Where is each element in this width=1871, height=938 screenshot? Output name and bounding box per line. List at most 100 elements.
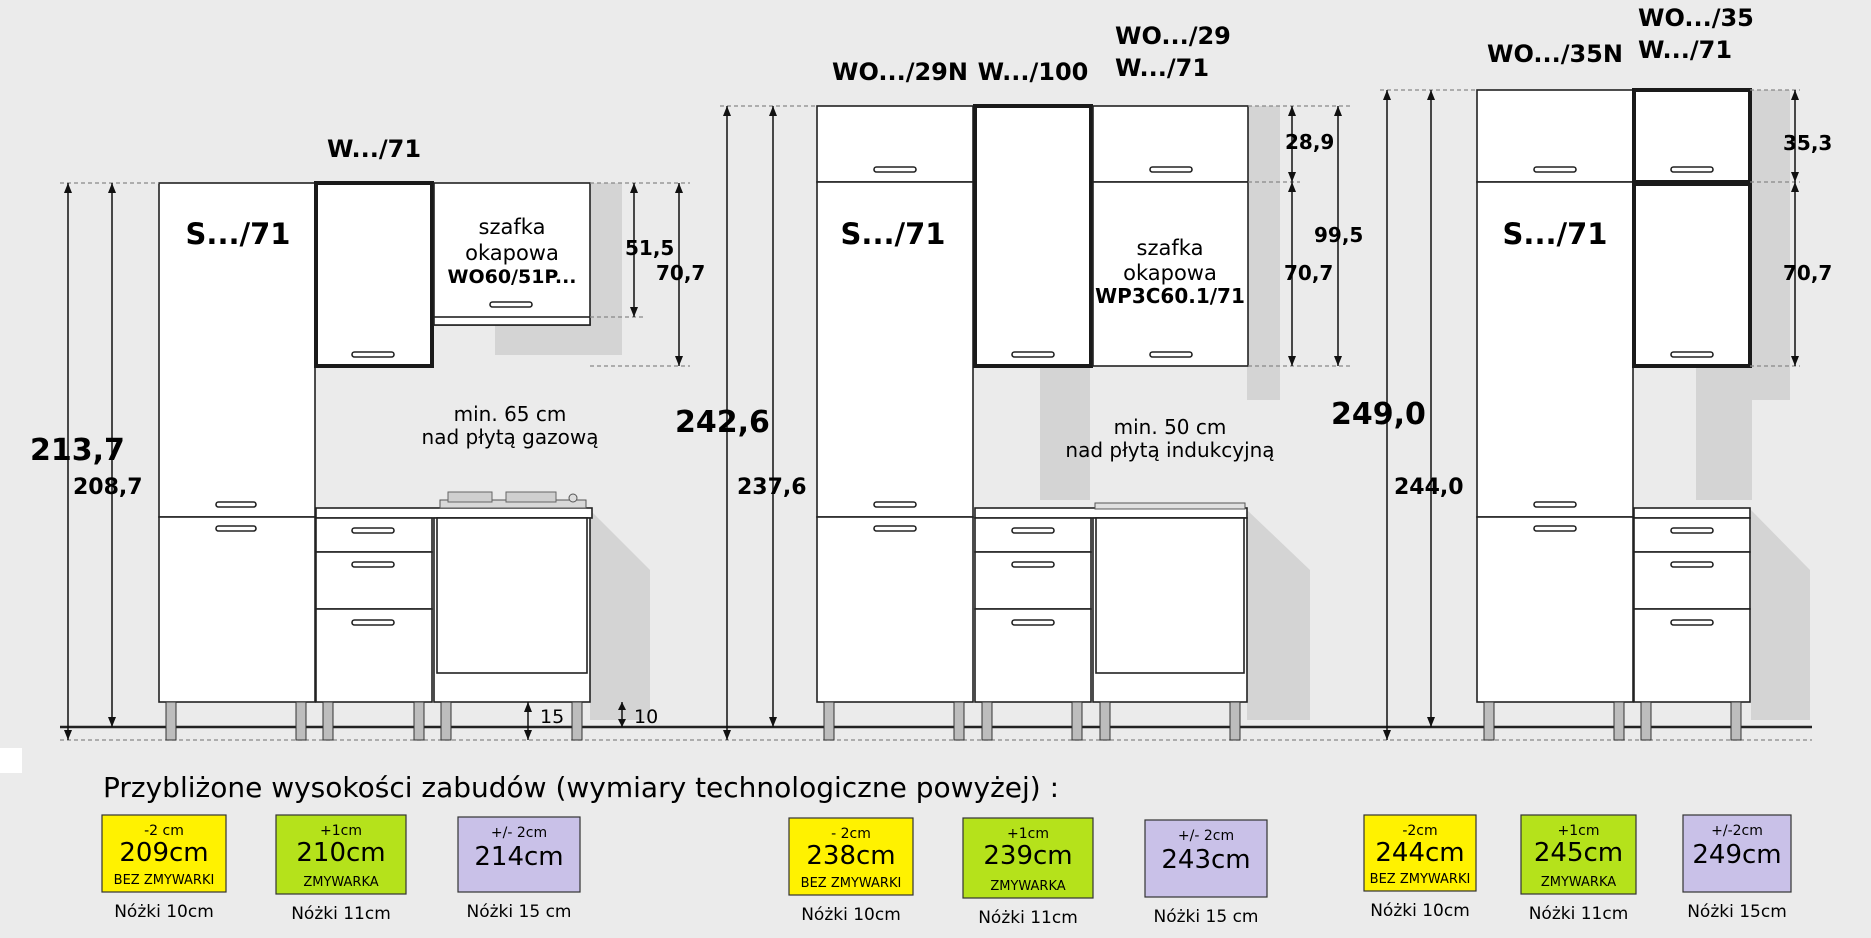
- badge-legs-label: Nóżki 15cm: [1687, 902, 1787, 922]
- hood-model-2: WP3C60.1/71: [1095, 284, 1245, 308]
- shadow-base-1: [590, 510, 650, 720]
- legs-1: [165, 701, 583, 741]
- footer-title: Przybliżone wysokości zabudów (wymiary t…: [103, 771, 1059, 804]
- badge-box: [1144, 819, 1268, 898]
- dim-inner-3: 244,0: [1394, 475, 1464, 500]
- dim-inner-2: 237,6: [737, 475, 807, 500]
- badge-delta: +1cm: [1558, 823, 1600, 839]
- upper-unit-label-1: W.../71: [327, 135, 421, 163]
- note-2b: nad płytą indukcyjną: [1065, 438, 1274, 462]
- label-wo35: WO.../35: [1638, 4, 1754, 32]
- shadow-base-2: [1247, 510, 1310, 720]
- handle: [1533, 525, 1577, 532]
- badge-legs-label: Nóżki 15 cm: [467, 902, 572, 922]
- tall-unit-lower-1: [158, 516, 316, 703]
- badge-value: 209cm: [119, 838, 208, 868]
- label-wo35n: WO.../35N: [1487, 40, 1623, 68]
- dim-707-3: 70,7: [1783, 261, 1832, 285]
- badge-delta: - 2cm: [831, 826, 871, 842]
- shadow-base-3: [1751, 510, 1810, 720]
- tall-unit-lower-3: [1476, 516, 1634, 703]
- burner: [447, 491, 493, 503]
- handle: [215, 501, 257, 508]
- tall-unit-upper-2: [816, 181, 974, 518]
- badge-legs-label: Nóżki 10cm: [114, 902, 214, 922]
- badge-value: 243cm: [1161, 845, 1250, 875]
- handle: [215, 525, 257, 532]
- label-wo29: WO.../29: [1115, 22, 1231, 50]
- badge-box: [1363, 814, 1477, 892]
- badge-tag: ZMYWARKA: [1541, 875, 1616, 890]
- note-1b: nad płytą gazową: [422, 425, 599, 449]
- handle: [351, 351, 395, 358]
- dim-995: 99,5: [1314, 223, 1363, 247]
- handle: [1670, 561, 1714, 568]
- badge-delta: +/- 2cm: [491, 825, 547, 841]
- section-2: S.../71 szafka okapowa WP3C60.1/71 WO...…: [675, 22, 1363, 741]
- hood-text-2a: szafka: [1137, 236, 1204, 260]
- handle: [873, 525, 917, 532]
- tall-unit-label-3: S.../71: [1503, 217, 1608, 251]
- tall-unit-upper-1: [158, 182, 316, 518]
- badge-box: [962, 817, 1094, 899]
- drawer-2a: [974, 517, 1092, 553]
- tall-unit-label-2: S.../71: [841, 217, 946, 251]
- handle: [1670, 527, 1714, 534]
- badge-delta: +1cm: [1007, 826, 1049, 842]
- burner: [505, 491, 557, 503]
- badge-value: 238cm: [806, 841, 895, 871]
- shadow-upper-3b: [1696, 366, 1752, 500]
- dim-289: 28,9: [1285, 130, 1334, 154]
- badge-delta: -2cm: [1402, 823, 1437, 839]
- shadow-upper-2b: [1040, 366, 1090, 500]
- badge-box: [788, 817, 914, 896]
- hood-text-1b: okapowa: [465, 241, 559, 265]
- oven-2: [1095, 517, 1245, 674]
- tall-unit-label-1: S.../71: [186, 217, 291, 251]
- badge-legs-label: Nóżki 11cm: [1529, 904, 1629, 924]
- badge-legs-label: Nóżki 11cm: [291, 904, 391, 924]
- drawer-1b: [315, 551, 433, 610]
- drawer-2b: [974, 551, 1092, 610]
- note-1a: min. 65 cm: [454, 402, 567, 426]
- badge-value: 244cm: [1375, 838, 1464, 868]
- dim-leg-15: 15: [540, 706, 564, 728]
- handle: [873, 166, 917, 173]
- dim-inner-1: 208,7: [73, 475, 143, 500]
- badge-value: 214cm: [474, 842, 563, 872]
- hood-model-1: WO60/51P...: [447, 266, 576, 288]
- dim-707-2: 70,7: [1284, 261, 1333, 285]
- knob: [568, 493, 578, 503]
- dim-515: 51,5: [625, 236, 674, 260]
- badge-box: [1682, 814, 1792, 893]
- badge-tag: ZMYWARKA: [990, 879, 1065, 894]
- countertop-1: [315, 507, 593, 519]
- handle: [351, 619, 395, 626]
- drawer-3b: [1633, 551, 1751, 610]
- badge-value: 249cm: [1692, 840, 1781, 870]
- badge-tag: BEZ ZMYWARKI: [114, 873, 215, 888]
- badge-delta: +/- 2cm: [1178, 828, 1234, 844]
- badge-legs-label: Nóżki 15 cm: [1154, 907, 1259, 927]
- badge-tag: ZMYWARKA: [303, 875, 378, 890]
- section-3: S.../71 WO.../35N WO.../35 W.../71 249,0…: [1331, 4, 1832, 741]
- badge-delta: -2 cm: [144, 823, 184, 839]
- tall-unit-lower-2: [816, 516, 974, 703]
- hood-strip-1: [433, 316, 591, 326]
- handle: [351, 527, 395, 534]
- handle: [351, 561, 395, 568]
- tall-unit-upper-3: [1476, 181, 1634, 518]
- badge-value: 245cm: [1534, 838, 1623, 868]
- handle: [1670, 166, 1714, 173]
- badge-box: [457, 816, 581, 893]
- hood-text-2b: okapowa: [1123, 261, 1217, 285]
- handle: [873, 501, 917, 508]
